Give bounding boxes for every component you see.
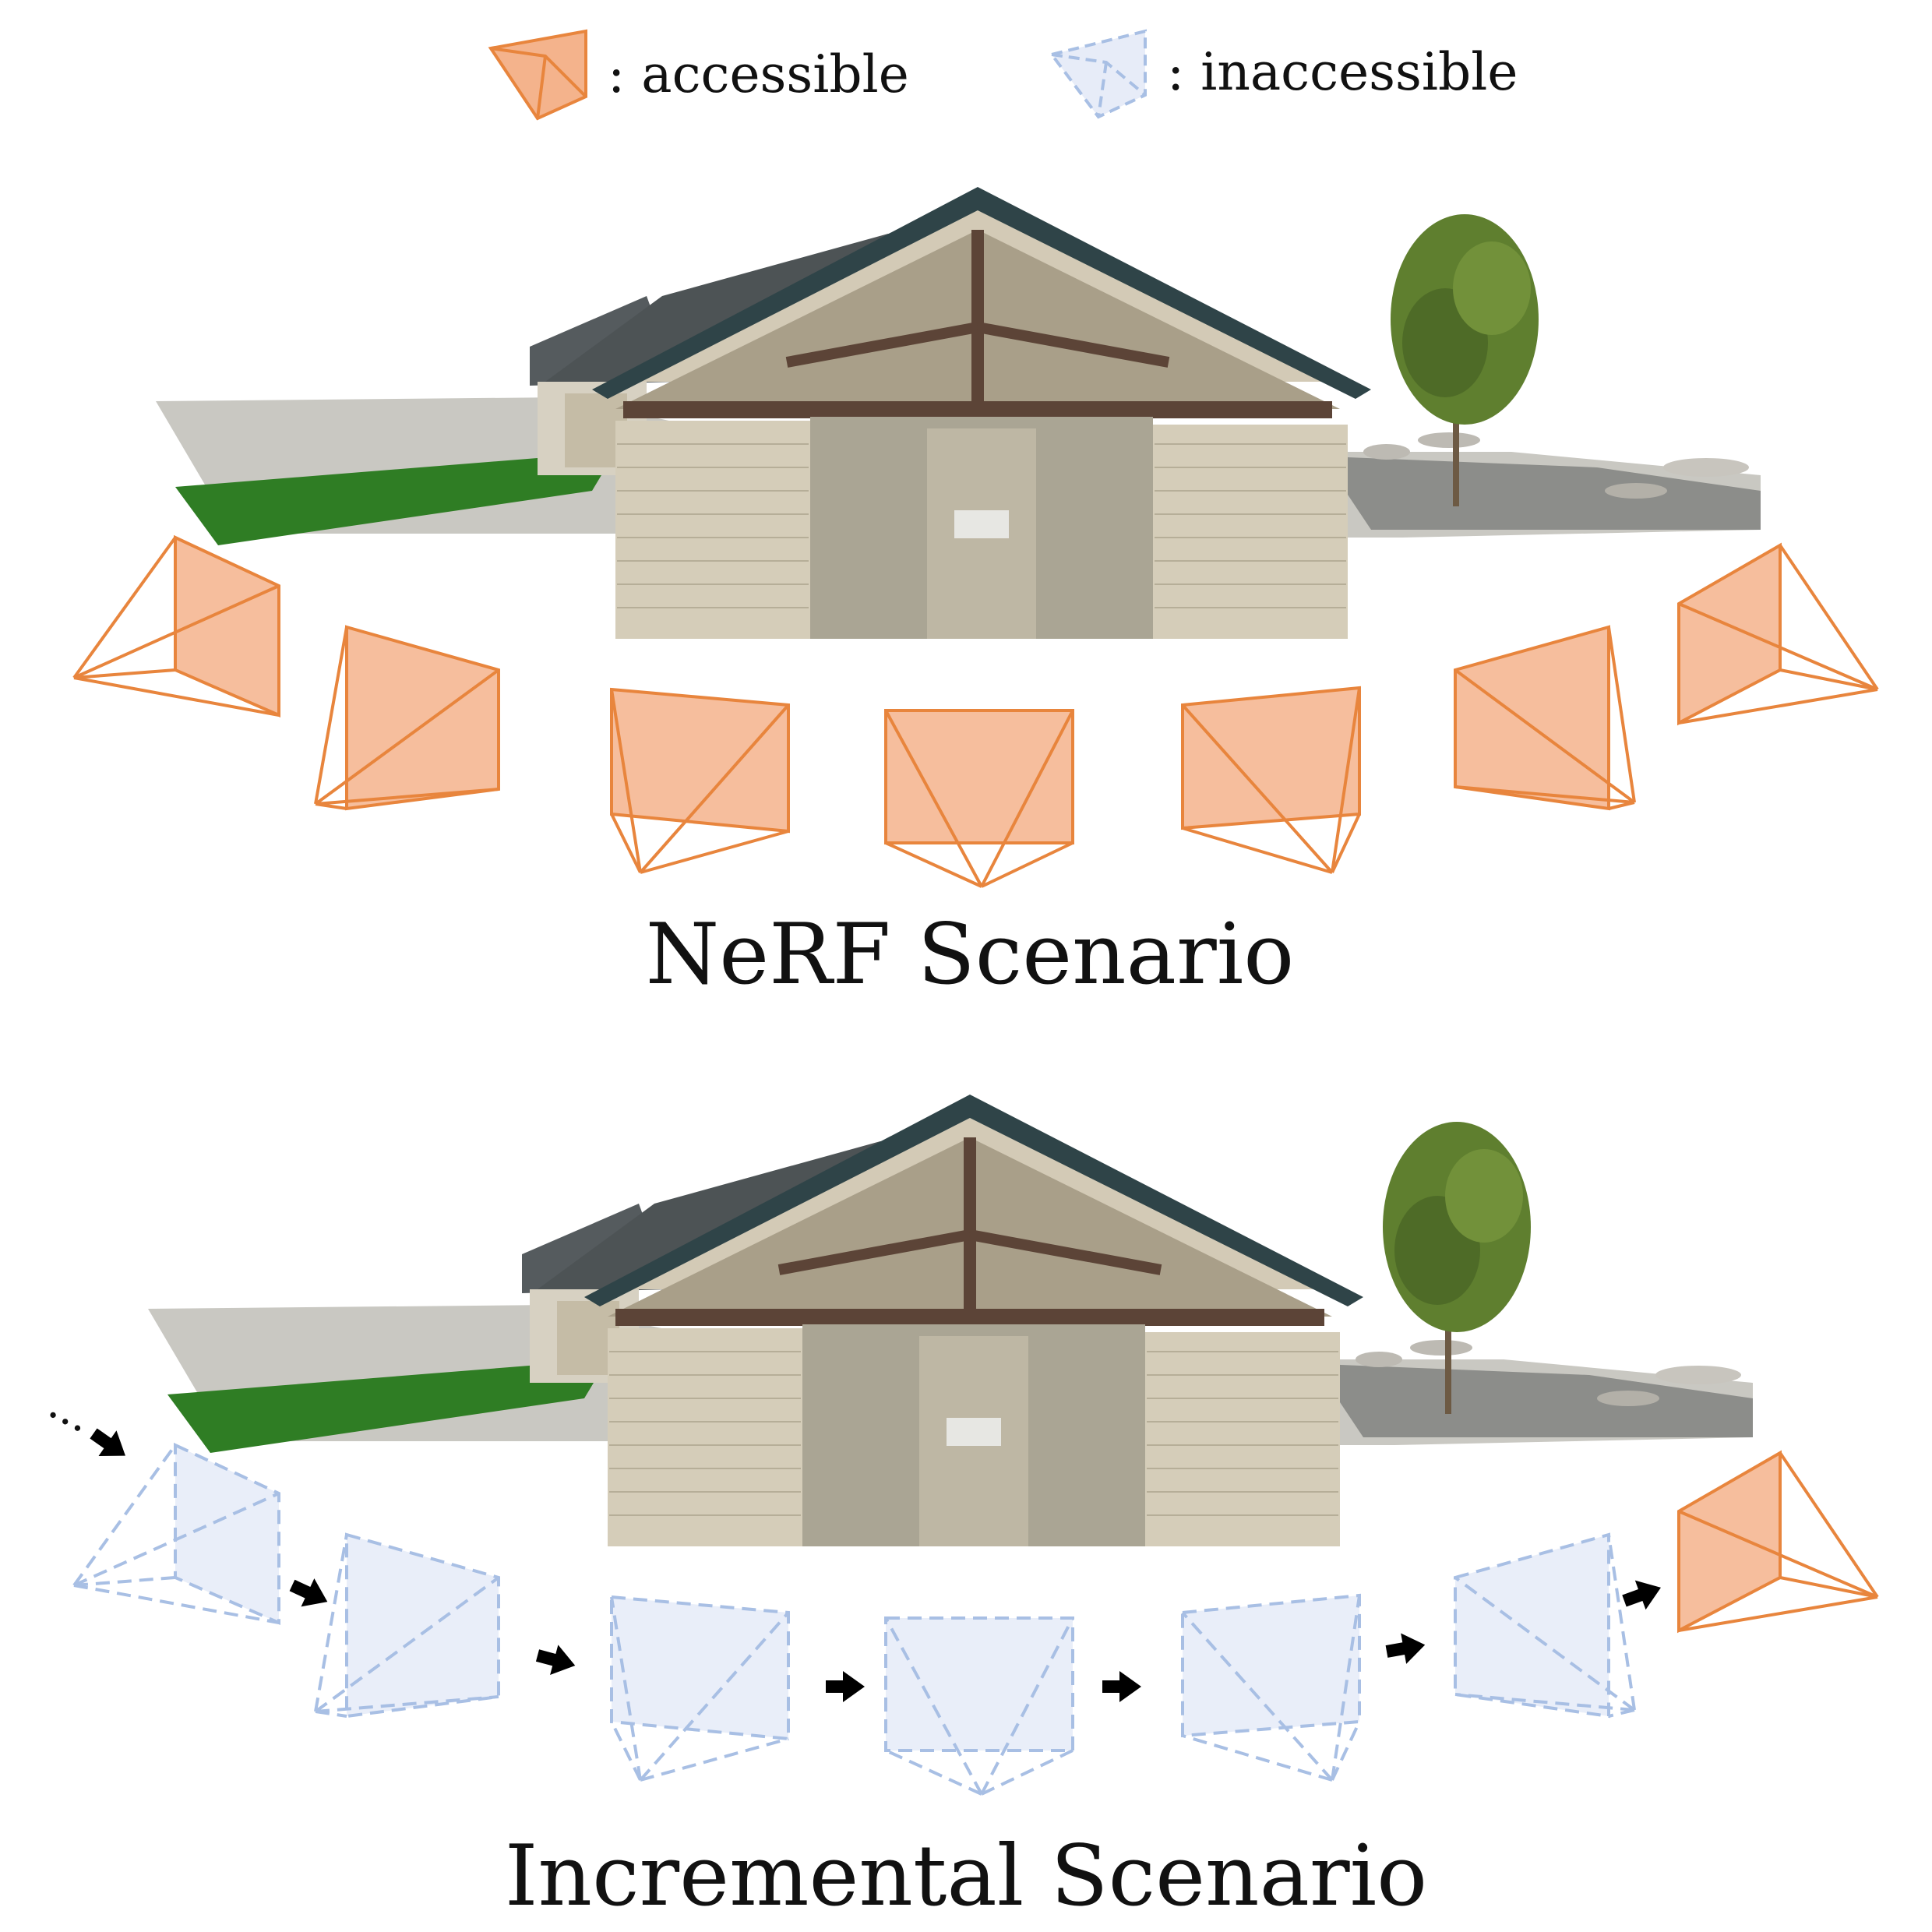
incremental-cameras [72,1442,1879,1796]
sequence-arrow [1385,1633,1426,1664]
legend-accessible-camera-icon [488,29,587,121]
sequence-arrow [826,1671,865,1702]
inaccessible-camera-frustum [610,1595,790,1782]
inaccessible-camera-frustum [1181,1593,1361,1782]
inaccessible-camera-frustum [1454,1532,1636,1719]
sequence-arrow [1622,1580,1661,1610]
legend-inaccessible-camera-icon [1049,29,1147,119]
inaccessible-camera-frustum [884,1616,1074,1796]
camera-rig [72,534,1879,888]
sequence-arrow [535,1645,576,1676]
accessible-camera-frustum [1181,686,1361,874]
panel-caption-incremental: Incremental Scenario [505,1828,1427,1925]
legend-inaccessible-label: : inaccessible [1167,42,1518,102]
sequence-arrow [90,1428,125,1457]
accessible-camera-frustum [1677,1450,1879,1634]
inaccessible-camera-frustum [72,1442,280,1626]
legend-accessible-label: : accessible [608,44,909,104]
accessible-camera-frustum [884,709,1074,888]
incremental-panel [148,1095,1753,1546]
panel-caption-nerf: NeRF Scenario [646,906,1295,1003]
accessible-camera-frustum [610,687,790,874]
accessible-camera-frustum [314,625,500,811]
accessible-camera-frustum [1454,625,1636,811]
accessible-camera-frustum [1677,542,1879,726]
legend: : accessible : inaccessible [488,29,1518,121]
scene-photo [156,187,1761,639]
scene-photo [148,1095,1753,1546]
inaccessible-camera-frustum [314,1532,500,1719]
nerf-panel [72,187,1879,888]
lead-in-dots: ... [41,1379,101,1443]
sequence-arrow [289,1578,328,1607]
accessible-camera-frustum [72,534,280,718]
sequence-arrow [1102,1671,1141,1702]
